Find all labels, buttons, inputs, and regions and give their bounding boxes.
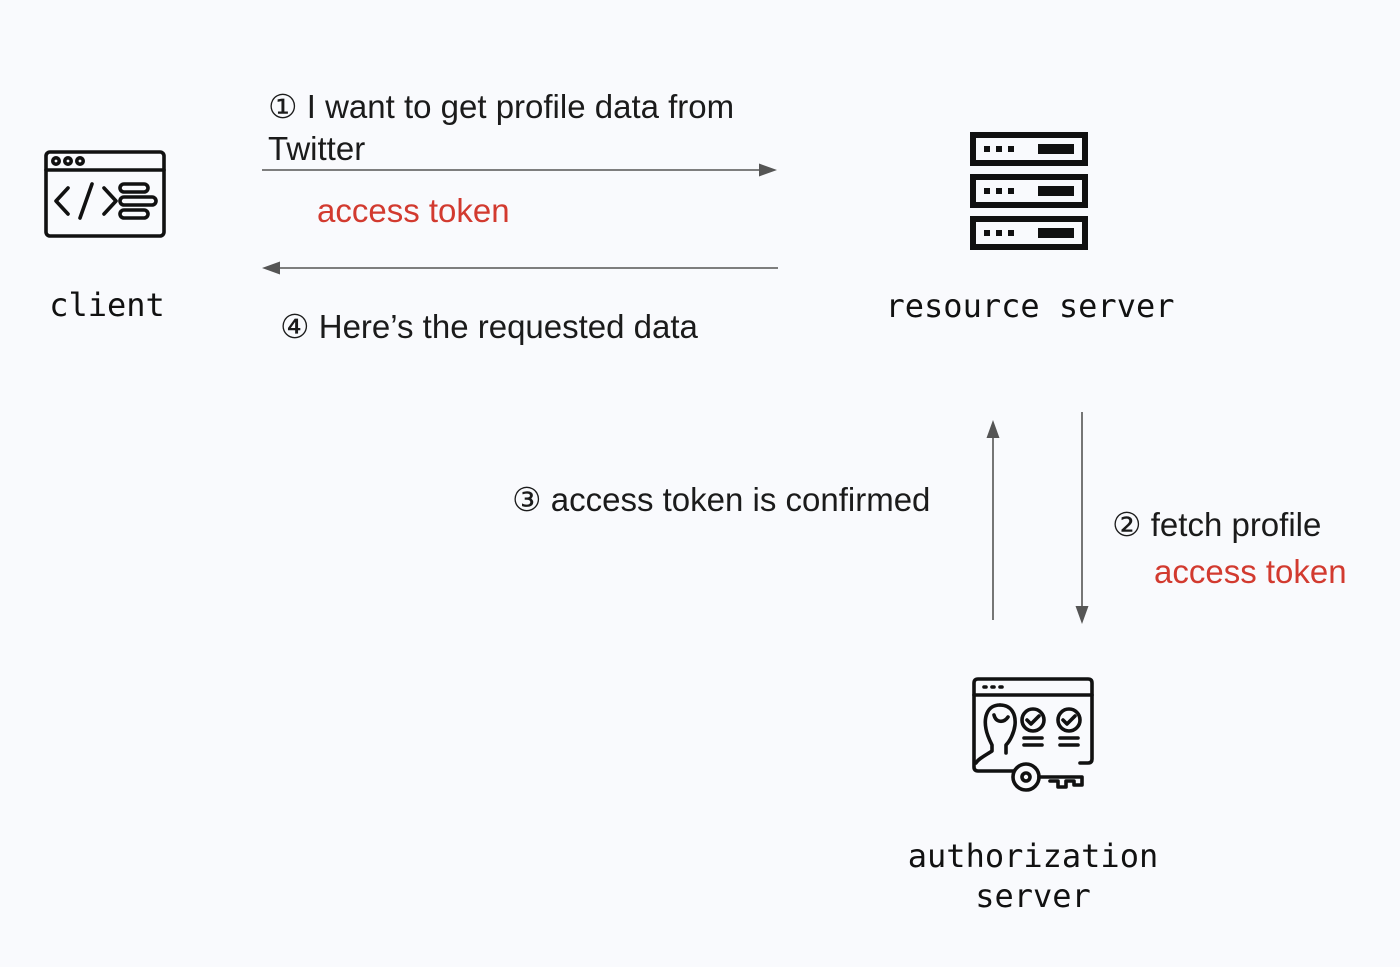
arrow-client-to-resource <box>262 163 777 177</box>
authorization-server-label-line2: server <box>975 877 1091 915</box>
code-window-icon <box>44 150 166 238</box>
step1-label: ① I want to get profile data from Twitte… <box>268 86 734 170</box>
step4-label: ④ Here’s the requested data <box>280 308 698 345</box>
step2-access-token: access token <box>1154 553 1347 590</box>
step1-label-line2: Twitter <box>268 130 366 167</box>
step2-label: ② fetch profile <box>1112 506 1322 543</box>
user-key-verification-icon <box>972 677 1094 792</box>
resource-server-label: resource server <box>885 287 1175 325</box>
step3-label: ③ access token is confirmed <box>512 481 931 518</box>
step1-label-line1: ① I want to get profile data from <box>268 88 735 125</box>
arrow-auth-to-resource <box>986 420 1000 620</box>
arrow-resource-to-auth <box>1075 412 1089 624</box>
authorization-server-label-line1: authorization <box>907 837 1159 875</box>
client-label: client <box>49 286 165 324</box>
server-rack-icon <box>970 132 1088 250</box>
arrow-resource-to-client <box>262 261 778 275</box>
step1-access-token: access token <box>317 192 510 229</box>
authorization-server-label: authorization server <box>900 836 1166 916</box>
